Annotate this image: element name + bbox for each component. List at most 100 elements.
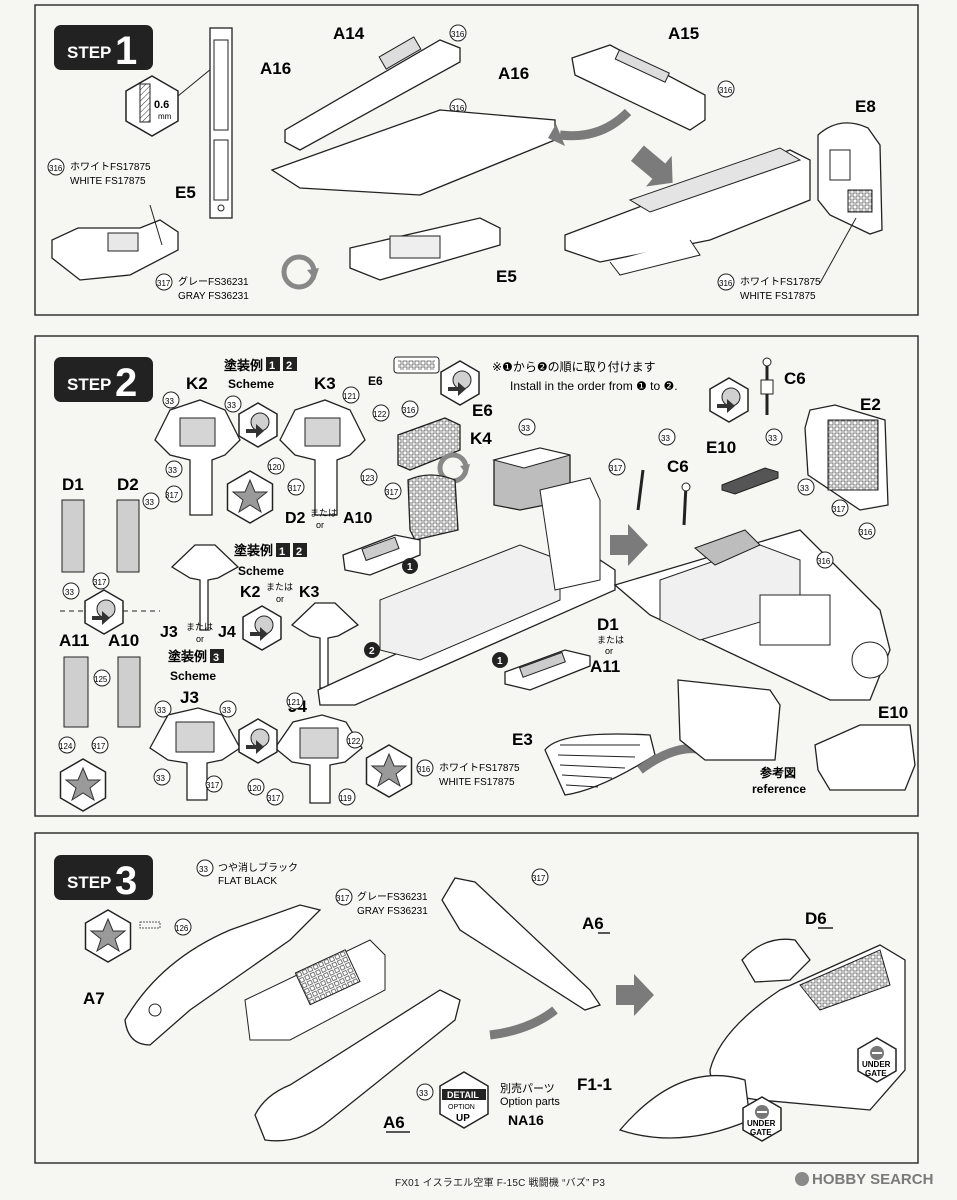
code-123-a: 123 bbox=[361, 474, 375, 483]
step3-number: 3 bbox=[115, 859, 137, 903]
scheme-header-1-2: 塗装例 1 2 Scheme bbox=[224, 357, 297, 391]
code-316-e: 316 bbox=[719, 279, 733, 288]
j4-text: J4 bbox=[218, 624, 236, 641]
option-parts-en: Option parts bbox=[500, 1096, 560, 1108]
step2-label: STEP 2 bbox=[54, 357, 153, 405]
reference-en: reference bbox=[752, 782, 806, 796]
code-316-i: 316 bbox=[417, 765, 431, 774]
d1-or-en: or bbox=[605, 646, 613, 656]
code-121-a: 121 bbox=[343, 392, 357, 401]
gray-jp-3: グレーFS36231 bbox=[357, 890, 428, 903]
order-note-jp: ※❶から❷の順に取り付けます bbox=[492, 360, 656, 374]
code-33-a: 33 bbox=[165, 397, 174, 406]
step3-word: STEP bbox=[67, 873, 111, 892]
label-a16-left: A16 bbox=[260, 59, 291, 78]
part-e10-reference bbox=[814, 724, 916, 791]
part-j3-panel bbox=[149, 707, 241, 801]
part-a7 bbox=[124, 904, 322, 1046]
label-e6-small: E6 bbox=[368, 374, 383, 388]
code-316-c: 316 bbox=[451, 104, 465, 113]
label-k4: K4 bbox=[470, 429, 492, 448]
code-33-l: 33 bbox=[661, 434, 670, 443]
undergate-1-line2: GATE bbox=[865, 1069, 887, 1078]
flat-black-jp: つや消しブラック bbox=[218, 861, 298, 874]
part-e6 bbox=[397, 417, 461, 471]
order-marker-1a: 1 bbox=[402, 558, 418, 574]
white-en-2: WHITE FS17875 bbox=[740, 291, 816, 302]
label-a16-right: A16 bbox=[498, 64, 529, 83]
label-e10: E10 bbox=[706, 438, 736, 457]
step2-word: STEP bbox=[67, 375, 111, 394]
code-125: 125 bbox=[94, 675, 108, 684]
label-d2: D2 bbox=[117, 475, 139, 494]
label-a11-b: A11 bbox=[590, 657, 620, 676]
scheme-header-3: 塗装例 3 Scheme bbox=[168, 649, 224, 683]
flow-arrow-curve-3 bbox=[489, 1006, 558, 1040]
code-33-d: 33 bbox=[145, 498, 154, 507]
label-e6: E6 bbox=[472, 401, 493, 420]
code-33-g: 33 bbox=[222, 706, 231, 715]
footer-text: FX01 イスラエル空軍 F-15C 戦闘機 “バズ” P3 bbox=[395, 1178, 606, 1189]
k2-text: K2 bbox=[240, 584, 261, 601]
code-120-b: 120 bbox=[248, 784, 262, 793]
code-33-i: 33 bbox=[521, 424, 530, 433]
decal-strip bbox=[139, 921, 161, 929]
scheme-num-3: 3 bbox=[213, 652, 219, 664]
flat-black-en: FLAT BLACK bbox=[218, 876, 277, 887]
code-316-a: 316 bbox=[49, 164, 63, 173]
label-e10-ref: E10 bbox=[878, 703, 908, 722]
footer: FX01 イスラエル空軍 F-15C 戦闘機 “バズ” P3 HOBBY SEA… bbox=[0, 1170, 957, 1192]
part-a6-bottom bbox=[254, 989, 461, 1142]
label-e2: E2 bbox=[860, 395, 881, 414]
label-e5-small: E5 bbox=[175, 183, 196, 202]
step2-panel: STEP 2 塗装例 1 2 Scheme K2 K3 33 33 bbox=[34, 335, 919, 817]
drill-icon: 0.6 mm bbox=[125, 75, 179, 137]
part-e10 bbox=[721, 467, 779, 495]
under-gate-badge-2: UNDER GATE bbox=[742, 1096, 782, 1142]
code-121-b: 121 bbox=[287, 698, 301, 707]
label-d6: D6 bbox=[805, 909, 827, 928]
part-a6-top bbox=[441, 877, 602, 1011]
part-f1-1-nosecone bbox=[618, 1074, 751, 1139]
k2-or-en: or bbox=[276, 594, 284, 604]
part-cockpit-inside bbox=[244, 939, 386, 1041]
scheme-jp-mid: 塗装例 bbox=[234, 543, 273, 558]
part-d1-a11-panel bbox=[504, 649, 591, 691]
label-f1-1: F1-1 bbox=[577, 1075, 612, 1094]
part-seat-back bbox=[407, 474, 459, 541]
code-317-j: 317 bbox=[609, 464, 623, 473]
brand-text: HOBBY SEARCH bbox=[812, 1171, 934, 1188]
code-316-b: 316 bbox=[451, 30, 465, 39]
a10-text: A10 bbox=[343, 510, 372, 527]
up-text: UP bbox=[456, 1113, 470, 1124]
part-a15 bbox=[571, 44, 706, 131]
d2-or-en: or bbox=[316, 520, 324, 530]
j3-text: J3 bbox=[160, 624, 178, 641]
scheme-jp-3: 塗装例 bbox=[168, 649, 207, 664]
label-c6-mid: C6 bbox=[667, 457, 689, 476]
code-316-g: 316 bbox=[859, 528, 873, 537]
part-nose-assembly bbox=[709, 944, 906, 1111]
code-316-d: 316 bbox=[719, 86, 733, 95]
undergate-1-line1: UNDER bbox=[862, 1060, 891, 1069]
undergate-2-line2: GATE bbox=[750, 1128, 772, 1137]
gray-en-1: GRAY FS36231 bbox=[178, 291, 249, 302]
part-j4-outline bbox=[290, 602, 360, 689]
option-text: OPTION bbox=[448, 1104, 475, 1111]
k2-or-jp: または bbox=[266, 582, 293, 592]
label-a15: A15 bbox=[668, 24, 699, 43]
d1-or-jp: または bbox=[597, 635, 624, 645]
code-122-b: 122 bbox=[347, 737, 361, 746]
step3-panel: STEP 3 33 つや消しブラック FLAT BLACK 317 グレーFS3… bbox=[34, 832, 919, 1164]
drill-unit: mm bbox=[158, 112, 172, 121]
label-a10: A10 bbox=[108, 631, 139, 650]
gray-en-3: GRAY FS36231 bbox=[357, 906, 428, 917]
label-a6-top: A6 bbox=[582, 914, 604, 933]
gray-jp-1: グレーFS36231 bbox=[178, 275, 249, 288]
part-j4-panel bbox=[274, 714, 363, 804]
code-317-e: 317 bbox=[92, 742, 106, 751]
part-d2-a10-panel bbox=[342, 534, 421, 576]
code-316-f: 316 bbox=[402, 406, 416, 415]
white-en-1: WHITE FS17875 bbox=[70, 176, 146, 187]
